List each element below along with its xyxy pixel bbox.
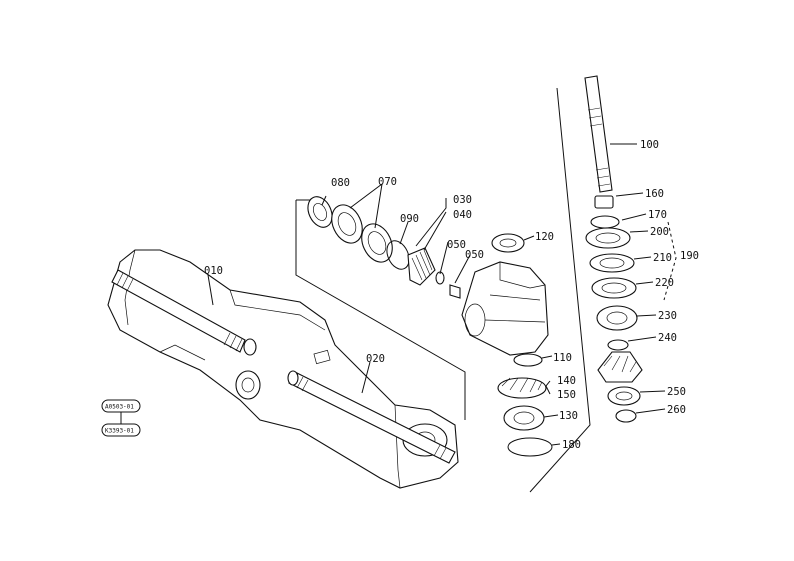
- label-090: 090: [400, 213, 419, 225]
- label-150: 150: [557, 389, 576, 401]
- axle-housing: [107, 249, 459, 489]
- vertical-shaft-100: [584, 75, 613, 193]
- label-240: 240: [658, 332, 677, 344]
- collar-160: [594, 195, 614, 209]
- label-020: 020: [366, 353, 385, 365]
- label-200: 200: [650, 226, 669, 238]
- bearing-200: [585, 227, 631, 249]
- label-010: 010: [204, 265, 223, 277]
- bevel-gear-stack: [597, 351, 643, 383]
- washer-240: [607, 339, 629, 351]
- bearing-250: [607, 386, 641, 406]
- label-080: 080: [331, 177, 350, 189]
- washer-260: [615, 409, 637, 423]
- ref-stamp-top: A0503-01: [105, 404, 134, 411]
- label-170: 170: [648, 209, 667, 221]
- bearing-220: [591, 277, 637, 299]
- bearing-070b: [361, 223, 393, 263]
- label-050-washer: 050: [447, 239, 466, 251]
- snap-ring-180: [507, 437, 553, 457]
- label-230: 230: [658, 310, 677, 322]
- label-070: 070: [378, 176, 397, 188]
- axle-shaft-020: [287, 370, 456, 464]
- bracket-190: [663, 221, 677, 301]
- leader-lines: [207, 143, 666, 446]
- label-120: 120: [535, 231, 554, 243]
- label-040: 040: [453, 209, 472, 221]
- axle-shaft-010: [111, 269, 257, 356]
- label-110: 110: [553, 352, 572, 364]
- bearing-130: [503, 405, 545, 431]
- label-260: 260: [667, 404, 686, 416]
- bevel-pinion-030: [407, 247, 436, 286]
- label-210: 210: [653, 252, 672, 264]
- bearing-070a: [331, 204, 363, 244]
- ref-stamp-bottom: K3393-01: [105, 428, 134, 435]
- bearing-230: [596, 305, 638, 331]
- label-100: 100: [640, 139, 659, 151]
- label-220: 220: [655, 277, 674, 289]
- assembly-bracket-left: [295, 200, 466, 420]
- oil-seal-170: [590, 215, 620, 229]
- label-160: 160: [645, 188, 664, 200]
- label-140: 140: [557, 375, 576, 387]
- reference-stamps: A0503-01 K3393-01: [101, 399, 141, 437]
- assembly-bracket-right: [529, 87, 591, 493]
- bearing-210: [589, 253, 635, 273]
- shim-110: [513, 353, 543, 367]
- label-250: 250: [667, 386, 686, 398]
- label-190: 190: [680, 250, 699, 262]
- bolt-050: [449, 284, 461, 299]
- snap-ring-090: [386, 240, 410, 270]
- label-030: 030: [453, 194, 472, 206]
- bearing-120: [491, 233, 525, 253]
- label-180: 180: [562, 439, 581, 451]
- oil-seal-080: [307, 196, 333, 228]
- bevel-gear-140: [497, 377, 547, 399]
- label-130: 130: [559, 410, 578, 422]
- label-050-bolt: 050: [465, 249, 484, 261]
- ref-stamp-bottom-frame: [101, 423, 141, 437]
- gear-case: [461, 261, 549, 356]
